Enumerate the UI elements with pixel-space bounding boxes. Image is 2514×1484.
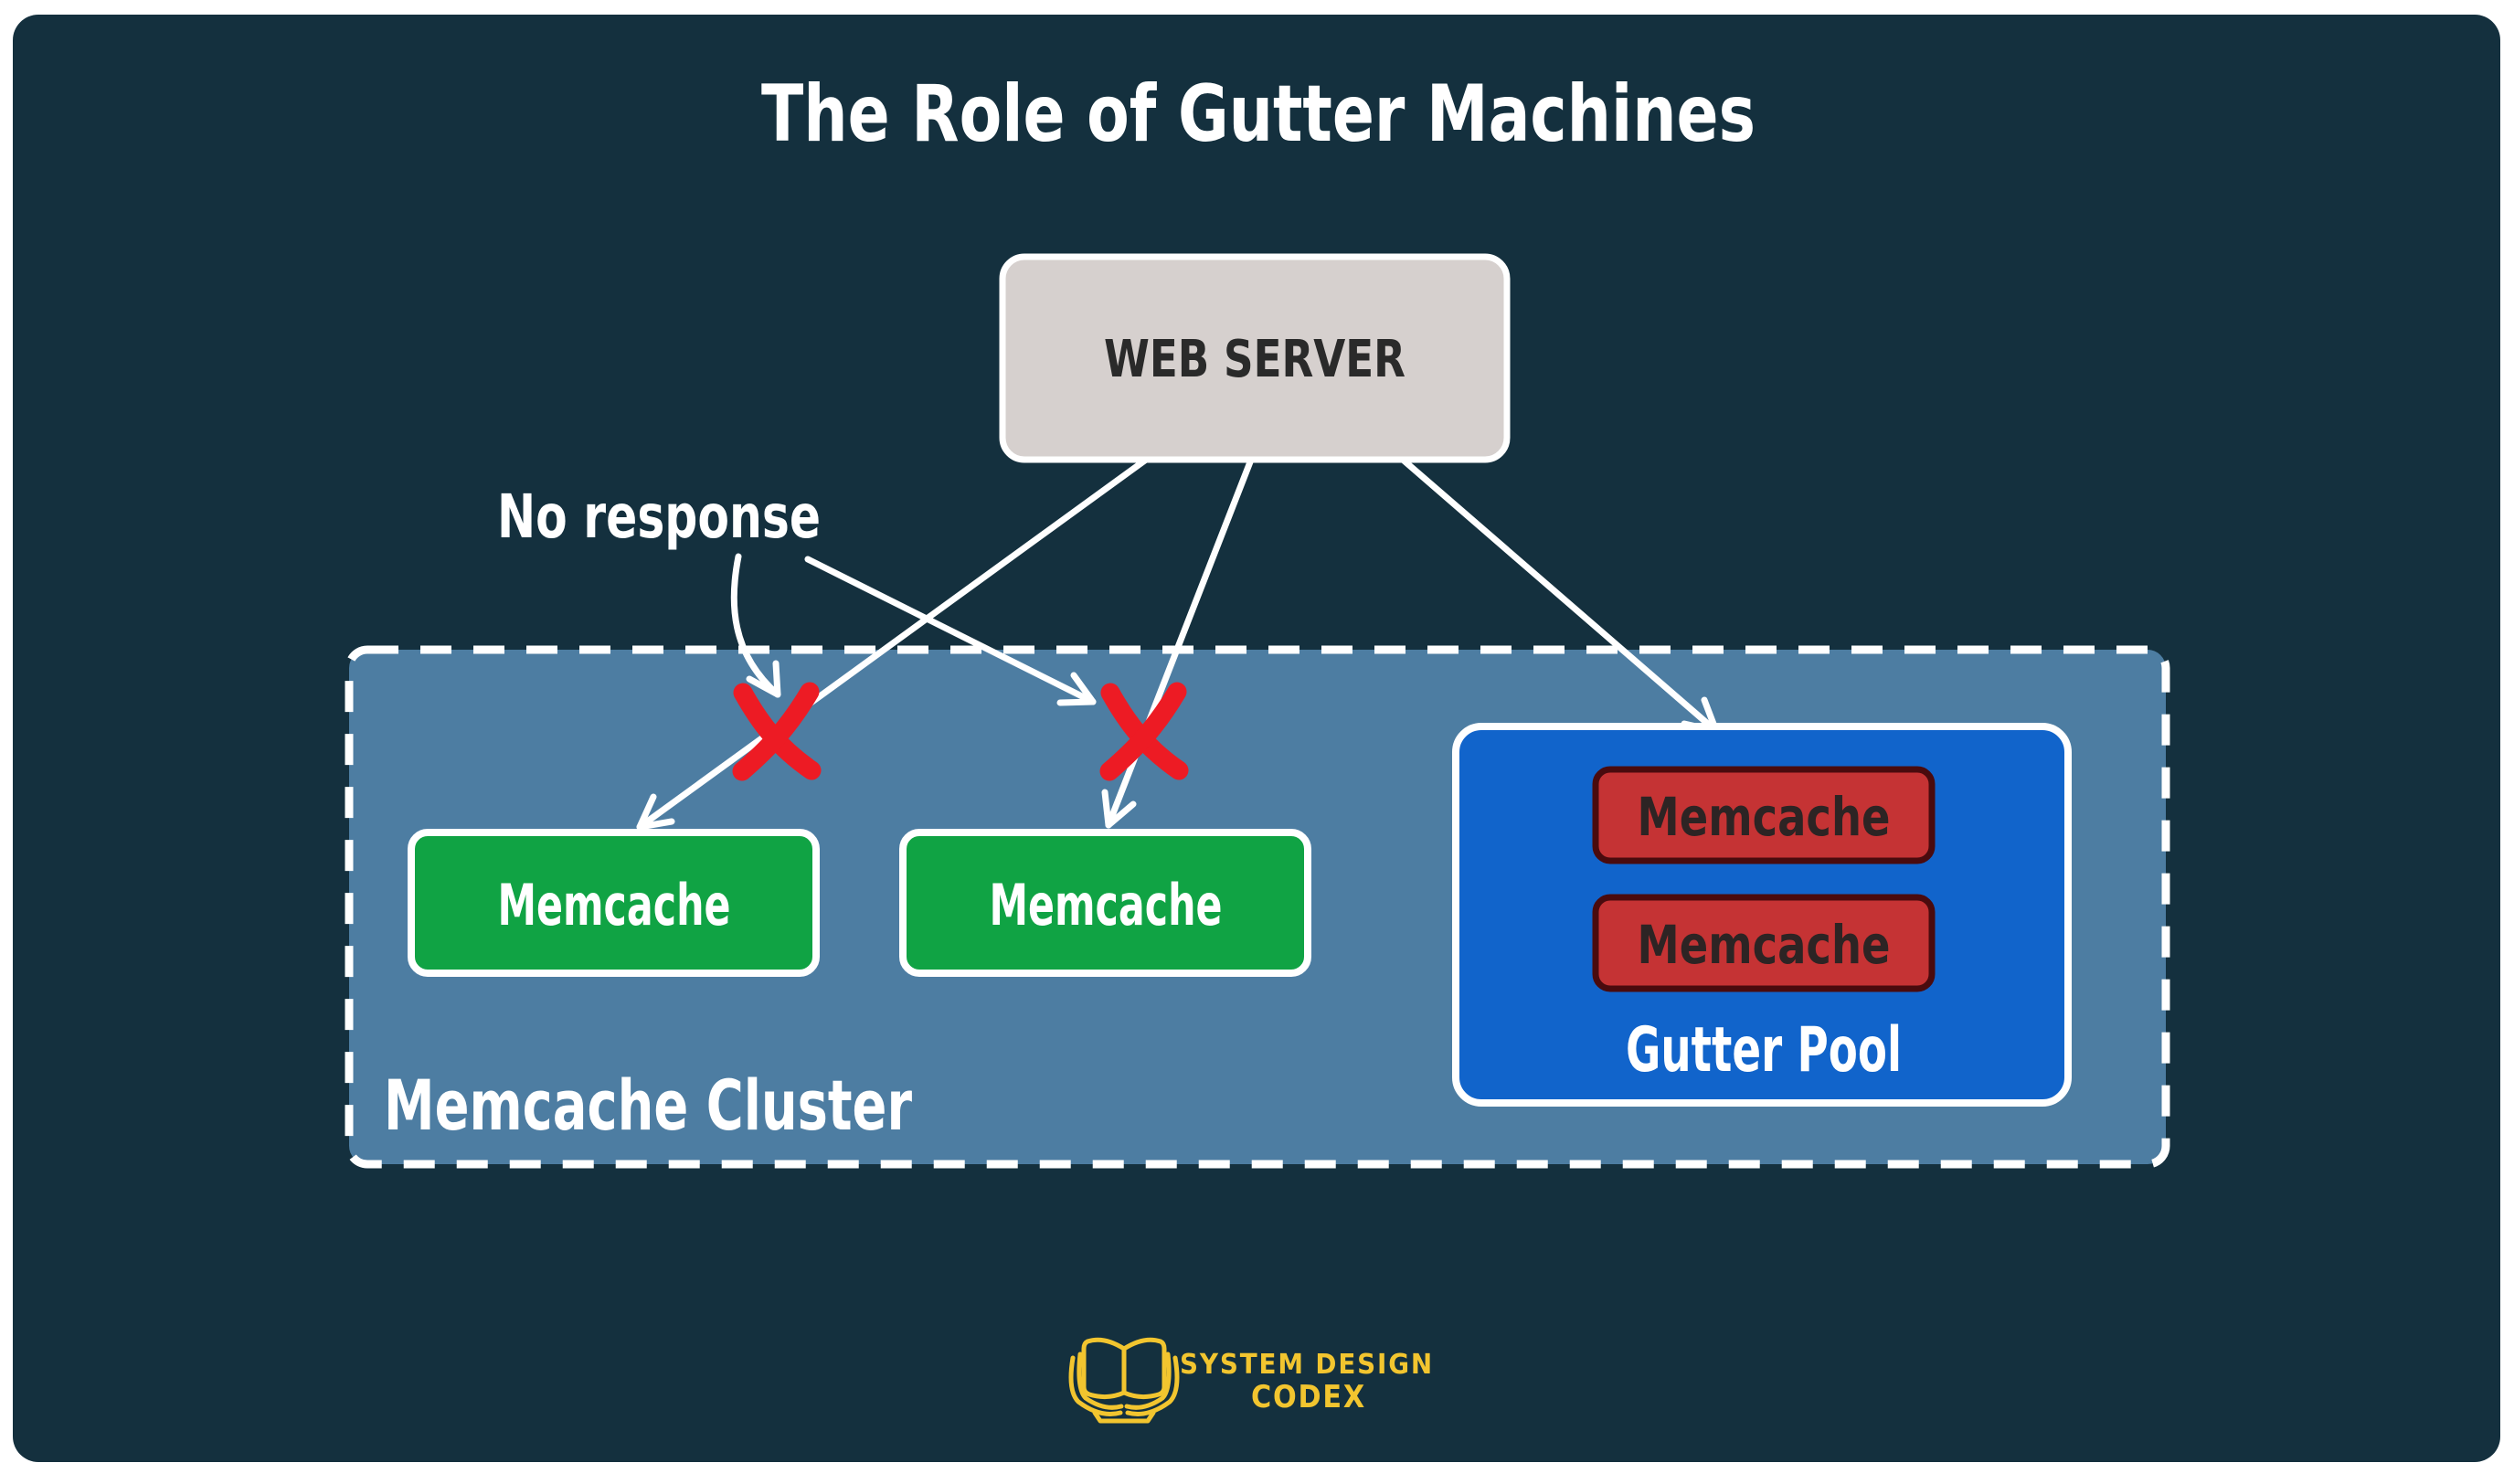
failure-x-icon-1 bbox=[732, 682, 822, 781]
memcache-node-2: Memcache bbox=[899, 829, 1311, 977]
no-response-pointer-2-arrowhead-icon bbox=[1056, 672, 1097, 706]
edge-webserver-memcache1 bbox=[636, 456, 1150, 831]
memcache-node-2-box bbox=[899, 829, 1311, 977]
no-response-pointer-2 bbox=[804, 556, 1097, 705]
no-response-pointer-1 bbox=[730, 553, 781, 698]
open-book-icon bbox=[1068, 1337, 1180, 1424]
gutter-memcache-node-2-box bbox=[1592, 894, 1936, 992]
gutter-memcache-node-2: Memcache bbox=[1592, 894, 1936, 992]
gutter-pool-container: Memcache Memcache Gutter Pool bbox=[1452, 723, 2072, 1107]
no-response-pointer-1-arrowhead-icon bbox=[746, 660, 781, 698]
memcache-node-1-label: Memcache bbox=[498, 872, 731, 938]
no-response-label: No response bbox=[497, 482, 821, 552]
memcache-node-1-box bbox=[408, 829, 820, 977]
edge-webserver-gutterpool bbox=[1399, 456, 1720, 735]
web-server-box bbox=[999, 253, 1511, 463]
gutter-memcache-node-1-box bbox=[1592, 766, 1936, 864]
edge-webserver-memcache2 bbox=[1105, 456, 1255, 829]
memcache-node-1: Memcache bbox=[408, 829, 820, 977]
brand-name-line1: SYSTEM DESIGN bbox=[1180, 1349, 1434, 1381]
gutter-memcache-node-1-label: Memcache bbox=[1638, 786, 1891, 848]
gutter-memcache-node-2-label: Memcache bbox=[1638, 914, 1891, 976]
edge-webserver-memcache2-arrowhead-icon bbox=[1101, 789, 1137, 829]
failure-x-icon-2 bbox=[1099, 682, 1189, 781]
memcache-cluster-label: Memcache Cluster bbox=[384, 1065, 912, 1146]
failure-marks-group bbox=[732, 682, 1189, 781]
web-server-label: WEB SERVER bbox=[1104, 330, 1406, 389]
brand-name-line2: CODEX bbox=[1251, 1379, 1366, 1415]
gutter-memcache-node-1: Memcache bbox=[1592, 766, 1936, 864]
edge-webserver-memcache1-arrowhead-icon bbox=[636, 793, 675, 831]
page-title: The Role of Gutter Machines bbox=[761, 69, 1756, 160]
web-server-node: WEB SERVER bbox=[999, 253, 1511, 463]
memcache-node-2-label: Memcache bbox=[990, 872, 1223, 938]
gutter-pool-label: Gutter Pool bbox=[1626, 1014, 1902, 1086]
branding: SYSTEM DESIGN CODEX bbox=[1068, 1337, 1434, 1424]
